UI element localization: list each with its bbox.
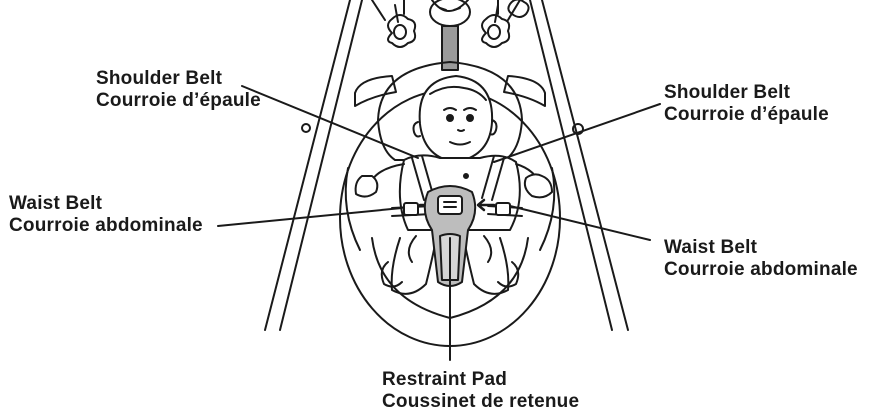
shoulder-belt-left-en: Shoulder Belt bbox=[96, 68, 261, 90]
waist-belt-right-en: Waist Belt bbox=[664, 237, 858, 259]
restraint-pad-en: Restraint Pad bbox=[382, 369, 579, 391]
leader-waist-right bbox=[510, 206, 650, 240]
toy-mobile bbox=[388, 0, 529, 70]
waist-belt-left-label: Waist Belt Courroie abdominale bbox=[9, 193, 203, 237]
leader-shoulder-left bbox=[242, 86, 418, 158]
leader-shoulder-right bbox=[494, 104, 660, 162]
waist-belt-right-fr: Courroie abdominale bbox=[664, 259, 858, 281]
restraint-pad-label: Restraint Pad Coussinet de retenue bbox=[382, 369, 579, 413]
shoulder-belt-right-label: Shoulder Belt Courroie d’épaule bbox=[664, 82, 829, 126]
waist-belt-left-en: Waist Belt bbox=[9, 193, 203, 215]
shoulder-belt-right-fr: Courroie d’épaule bbox=[664, 104, 829, 126]
shoulder-belt-left-fr: Courroie d’épaule bbox=[96, 90, 261, 112]
waist-belt-left-fr: Courroie abdominale bbox=[9, 215, 203, 237]
shoulder-belt-right-en: Shoulder Belt bbox=[664, 82, 829, 104]
waist-belt-right-label: Waist Belt Courroie abdominale bbox=[664, 237, 858, 281]
restraint-pad-fr: Coussinet de retenue bbox=[382, 391, 579, 413]
shoulder-belt-left-label: Shoulder Belt Courroie d’épaule bbox=[96, 68, 261, 112]
